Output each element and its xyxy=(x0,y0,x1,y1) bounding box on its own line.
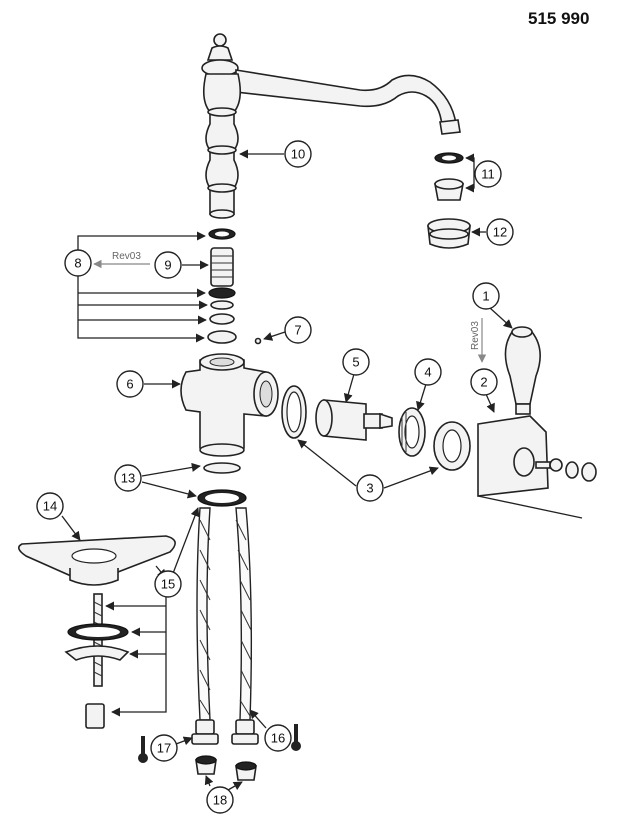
callout-circle xyxy=(64,249,92,277)
callout-circle xyxy=(154,251,182,279)
callout-16: 16 xyxy=(264,724,292,752)
callout-15: 15 xyxy=(154,570,182,598)
grub-screw xyxy=(254,337,262,345)
washer-a xyxy=(210,300,234,310)
callout-circle xyxy=(486,218,514,246)
part-number: 515 990 xyxy=(528,9,589,28)
callout-2: 2 xyxy=(470,368,498,396)
threaded-adapter xyxy=(210,247,234,287)
callout-circle xyxy=(150,734,178,762)
o-ring-middle xyxy=(208,287,236,299)
callout-18: 18 xyxy=(206,786,234,814)
callout-label: 10 xyxy=(291,147,305,162)
callout-circle xyxy=(116,370,144,398)
callout-circle xyxy=(284,316,312,344)
mixer-body xyxy=(180,353,279,457)
callout-label: 5 xyxy=(352,355,359,370)
washer-c xyxy=(207,330,237,344)
callout-13: 13 xyxy=(114,464,142,492)
threaded-ring xyxy=(398,407,426,457)
handle-screw xyxy=(535,458,597,482)
aerator-housing xyxy=(427,218,471,249)
spout-part xyxy=(201,33,461,219)
callout-9: 9 xyxy=(154,251,182,279)
washer-b xyxy=(209,313,235,325)
callout-label: 16 xyxy=(271,731,285,746)
callout-7: 7 xyxy=(284,316,312,344)
revision-label-handle: Rev03 xyxy=(470,321,481,350)
flexible-hose-right xyxy=(231,507,259,745)
callout-circle xyxy=(472,282,500,310)
callout-label: 2 xyxy=(480,375,487,390)
callout-label: 8 xyxy=(74,256,81,271)
callout-10: 10 xyxy=(284,140,312,168)
revision-label-seal: Rev03 xyxy=(112,251,141,262)
thermometer-icon-hot xyxy=(138,736,148,763)
callout-label: 11 xyxy=(481,167,495,182)
callout-label: 1 xyxy=(482,289,489,304)
ceramic-cartridge xyxy=(315,399,393,441)
callout-6: 6 xyxy=(116,370,144,398)
aerator-insert xyxy=(434,178,464,201)
callout-circle xyxy=(356,474,384,502)
base-plate xyxy=(18,535,176,586)
callout-12: 12 xyxy=(486,218,514,246)
callout-3: 3 xyxy=(356,474,384,502)
callout-4: 4 xyxy=(414,358,442,386)
callout-label: 4 xyxy=(424,365,431,380)
leader-lines xyxy=(61,149,513,791)
callout-circle xyxy=(264,724,292,752)
flexible-hose-left xyxy=(191,507,219,745)
horseshoe-washer xyxy=(64,645,130,661)
callout-1: 1 xyxy=(472,282,500,310)
callout-17: 17 xyxy=(150,734,178,762)
fixing-nut xyxy=(85,703,105,729)
callout-circle xyxy=(154,570,182,598)
callout-circle xyxy=(414,358,442,386)
callout-label: 6 xyxy=(126,377,133,392)
callout-circle xyxy=(206,786,234,814)
callout-label: 13 xyxy=(121,471,135,486)
callout-label: 12 xyxy=(493,225,507,240)
callout-circle xyxy=(474,160,502,188)
callout-circle xyxy=(36,492,64,520)
thermometer-icon-cold xyxy=(291,724,301,751)
callout-5: 5 xyxy=(342,348,370,376)
handle-lever xyxy=(504,326,541,415)
callout-label: 18 xyxy=(213,793,227,808)
cartridge-cover xyxy=(433,421,471,471)
callout-circle xyxy=(114,464,142,492)
hose-washer-right xyxy=(235,761,257,781)
hose-washer-left xyxy=(195,755,217,775)
callout-label: 3 xyxy=(366,481,373,496)
hose-o-rings xyxy=(197,462,247,507)
callout-circle xyxy=(470,368,498,396)
callout-label: 17 xyxy=(157,741,171,756)
handle-housing xyxy=(477,415,583,519)
callout-circle xyxy=(284,140,312,168)
callout-label: 7 xyxy=(294,323,301,338)
callout-11: 11 xyxy=(474,160,502,188)
callout-14: 14 xyxy=(36,492,64,520)
aerator-washer xyxy=(434,152,464,164)
o-ring-top xyxy=(208,228,236,240)
callout-label: 15 xyxy=(161,577,175,592)
callout-8: 8 xyxy=(64,249,92,277)
callout-label: 9 xyxy=(164,258,171,273)
callout-label: 14 xyxy=(43,499,57,514)
callout-circle xyxy=(342,348,370,376)
